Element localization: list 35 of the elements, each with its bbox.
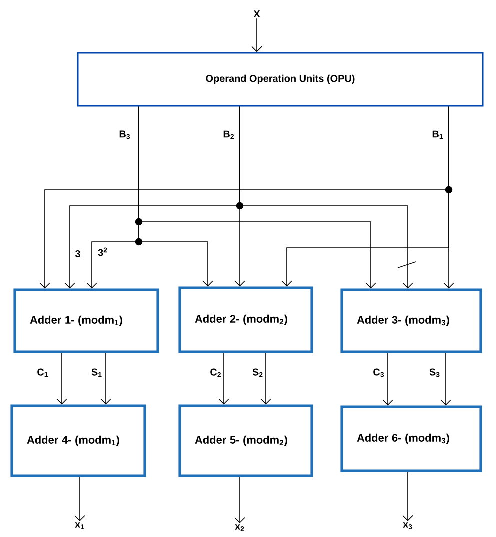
signal-text: x$_{2}$ (235, 524, 244, 532)
arrow (252, 18, 262, 52)
edge-label: 3 (75, 250, 80, 258)
arrow (100, 352, 112, 405)
signal-text: X (254, 10, 260, 18)
signal-text: x$_{1}$ (75, 522, 84, 530)
edge-label: C$_{1}$ (38, 368, 48, 378)
arrow (74, 476, 86, 522)
adder-box: Adder 2- (modm$_{2}$) (178, 286, 314, 354)
unit-box: Operand Operation Units (OPU) (77, 52, 484, 107)
arrow (234, 476, 246, 524)
arrow (402, 472, 414, 522)
adder-box: Adder 3- (modm$_{3}$) (340, 288, 482, 354)
adder-box: Adder 4- (modm$_{1}$) (10, 404, 146, 478)
arrow (444, 106, 454, 289)
arrow (138, 106, 376, 289)
adder-box: Adder 1- (modm$_{1}$) (14, 288, 160, 354)
edge-label: C$_{3}$ (374, 368, 384, 378)
edge-label: S$_{2}$ (252, 368, 263, 378)
signal-label: B$_{1}$ (432, 130, 444, 140)
signal-label: B$_{2}$ (224, 130, 234, 140)
edge-label: S$_{3}$ (430, 368, 440, 378)
edge-label: 3$^{2}$ (98, 248, 108, 256)
arrow (218, 352, 230, 405)
signal-text: x$_{3}$ (403, 522, 412, 530)
arrow (260, 352, 272, 405)
arrow (56, 352, 68, 405)
edge-label: C$_{2}$ (210, 368, 221, 378)
signal-label: B$_{3}$ (120, 130, 130, 140)
arrow (240, 106, 414, 289)
arrow (382, 352, 394, 406)
arrow (440, 352, 452, 406)
adder-box: Adder 5- (modm$_{2}$) (178, 404, 314, 478)
adder-box: Adder 6- (modm$_{3}$) (340, 406, 482, 472)
edge-label: S$_{1}$ (92, 368, 102, 378)
